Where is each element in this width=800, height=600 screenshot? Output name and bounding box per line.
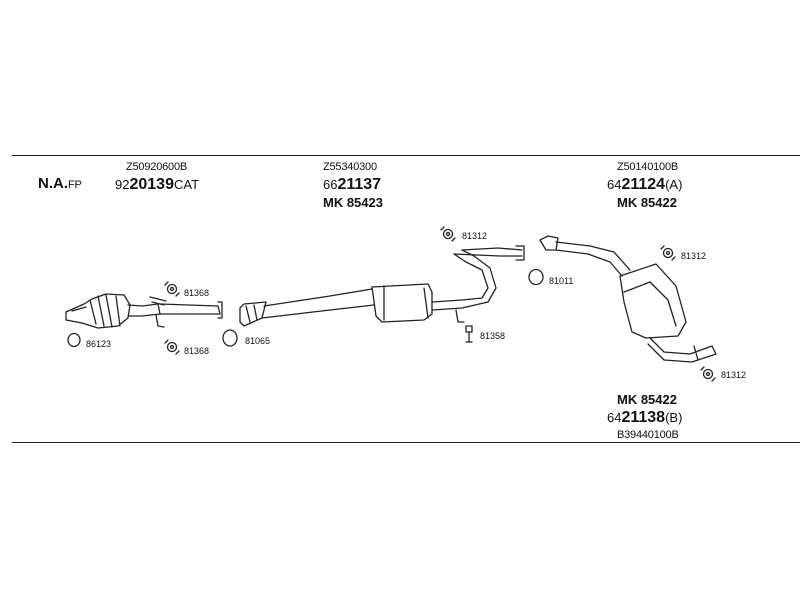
rear-b-part-number: 6421138(B) [607,409,683,426]
mid-mounting-kit: MK 85423 [323,195,383,210]
bottom-rule [12,442,800,443]
rear-muffler [539,235,717,363]
rear-b-supersession-code: B39440100B [617,429,679,441]
callout-81368-bottom: 81368 [184,346,210,356]
market-code-sub: FP [68,179,82,191]
callout-81358: 81358 [480,331,506,341]
mid-part-number: 6621137 [323,176,382,193]
bolt-icon [465,325,473,343]
callout-86123: 86123 [86,339,112,349]
top-rule [12,155,800,156]
callout-81368-top: 81368 [184,288,210,298]
mid-supersession-code: Z55340300 [323,161,377,173]
cat-part-number: 9220139CAT [115,176,200,193]
callout-81065: 81065 [245,336,271,346]
rear-a-supersession-code: Z50140100B [617,161,678,173]
market-code: N.A.FP [38,176,82,192]
catalytic-converter [65,293,223,329]
center-pipe-resonator [239,245,525,327]
rear-b-mounting-kit: MK 85422 [617,392,677,407]
hanger-ring-icon [164,226,716,382]
market-code-main: N.A. [38,175,68,192]
callout-81312-bottom: 81312 [721,370,747,380]
rear-a-part-number: 6421124(A) [607,176,683,193]
rear-a-mounting-kit: MK 85422 [617,195,677,210]
callout-81312-right: 81312 [681,251,707,261]
callout-81011: 81011 [549,276,574,286]
cat-supersession-code: Z50920600B [126,161,187,173]
callout-81312-top: 81312 [462,231,488,241]
gasket-icon [67,268,544,348]
